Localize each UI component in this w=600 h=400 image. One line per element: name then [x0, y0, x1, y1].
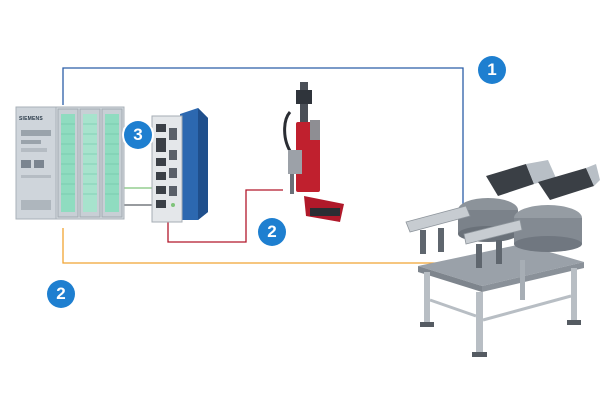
link-orange-plc-to-feeder [62, 228, 470, 264]
link-red-pc-to-screwdriver [167, 189, 283, 243]
link-blue-plc-to-feeder [62, 67, 464, 205]
step-badge-1: 1 [478, 56, 506, 84]
step-badge-2-plc: 2 [47, 280, 75, 308]
plc-brand-label: SIEMENS [19, 116, 43, 122]
feeder-station [405, 160, 600, 357]
industrial-pc [151, 108, 208, 223]
step-badge-2-screwdriver: 2 [258, 218, 286, 246]
screwdriver-unit [283, 82, 344, 222]
step-badge-3: 3 [124, 121, 152, 149]
plc-rack [15, 106, 125, 220]
